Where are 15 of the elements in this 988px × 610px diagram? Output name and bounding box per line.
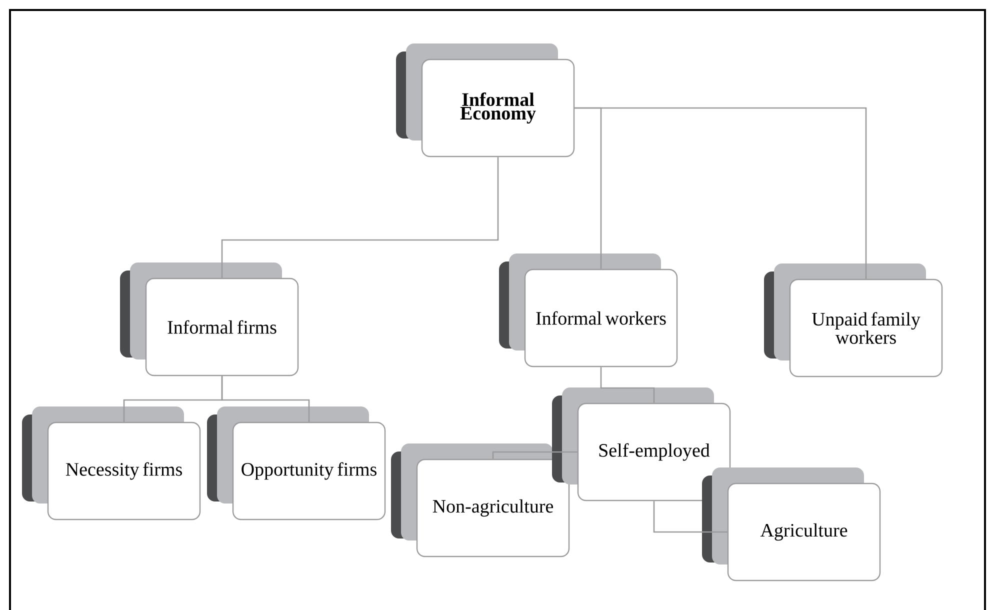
card-box: Agriculture — [702, 468, 881, 582]
card-box: Opportunity firms — [207, 406, 386, 520]
card-box: Informal firms — [120, 262, 299, 376]
connector-line — [574, 107, 867, 279]
connector-line — [600, 367, 655, 403]
card-box: Necessity firms — [22, 406, 201, 520]
card-box: Non-agriculture — [391, 444, 570, 558]
connector-line — [492, 451, 578, 459]
card-box: Informal workers — [499, 254, 678, 368]
card-box: Informal Economy — [396, 44, 575, 158]
card-box: Unpaid family workers — [764, 264, 943, 378]
connector-line — [653, 501, 728, 533]
connector-line — [221, 376, 310, 422]
connector-line — [221, 157, 499, 278]
card-box: Self-employed — [552, 388, 731, 502]
